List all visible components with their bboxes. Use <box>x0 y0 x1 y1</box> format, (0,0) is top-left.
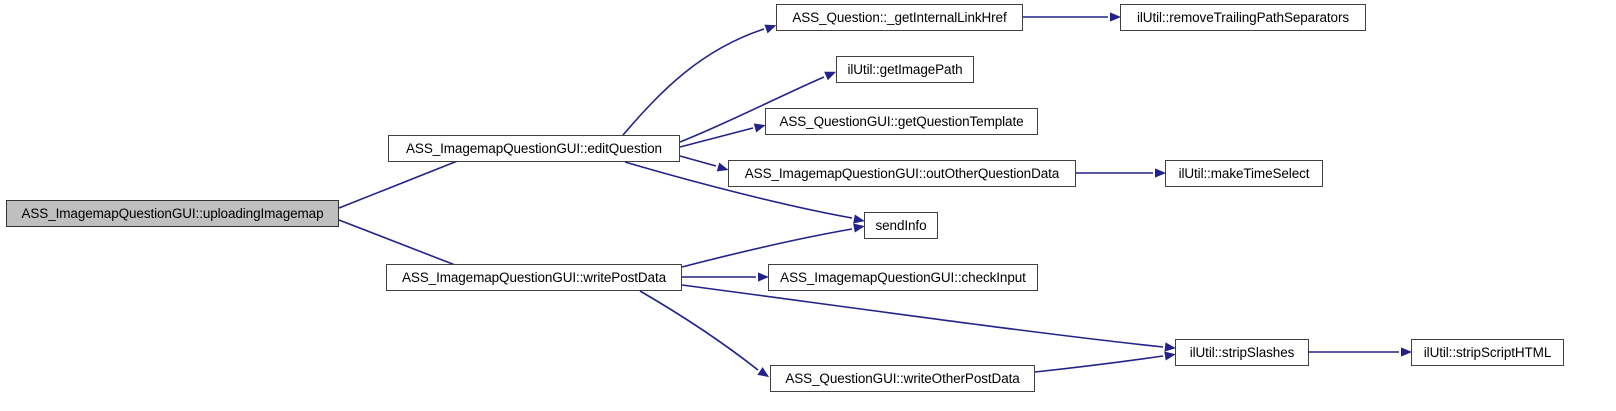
edge-getInternalLinkHref-to-removeTrailingPathSeparators <box>1023 12 1121 22</box>
node-removeTrailingPathSeparators[interactable]: ilUtil::removeTrailingPathSeparators <box>1120 4 1366 31</box>
edge-stripSlashes-to-stripScriptHTML <box>1309 347 1412 357</box>
edge-outOtherQuestionData-to-makeTimeSelect <box>1076 168 1166 178</box>
edge-editQuestion-to-getQuestionTemplate <box>679 123 766 148</box>
node-label-getImagePath: ilUtil::getImagePath <box>847 61 963 77</box>
edge-writePostData-to-checkInput <box>682 272 769 282</box>
node-label-writeOtherPostData: ASS_QuestionGUI::writeOtherPostData <box>785 370 1020 386</box>
node-label-sendInfo: sendInfo <box>875 217 927 233</box>
node-stripScriptHTML[interactable]: ilUtil::stripScriptHTML <box>1411 339 1564 366</box>
node-getInternalLinkHref[interactable]: ASS_Question::_getInternalLinkHref <box>776 4 1023 31</box>
node-label-removeTrailingPathSeparators: ilUtil::removeTrailingPathSeparators <box>1137 9 1349 25</box>
edge-writePostData-to-writeOtherPostData <box>639 290 770 378</box>
node-writePostData[interactable]: ASS_ImagemapQuestionGUI::writePostData <box>386 264 682 291</box>
node-outOtherQuestionData[interactable]: ASS_ImagemapQuestionGUI::outOtherQuestio… <box>728 160 1076 187</box>
edge-writePostData-to-sendInfo <box>681 223 865 268</box>
node-getQuestionTemplate[interactable]: ASS_QuestionGUI::getQuestionTemplate <box>765 108 1038 135</box>
node-stripSlashes[interactable]: ilUtil::stripSlashes <box>1175 339 1309 366</box>
edge-writeOtherPostData-to-stripSlashes <box>1034 351 1176 373</box>
node-label-checkInput: ASS_ImagemapQuestionGUI::checkInput <box>780 269 1026 285</box>
node-uploadingImagemap[interactable]: ASS_ImagemapQuestionGUI::uploadingImagem… <box>6 200 339 227</box>
edge-editQuestion-to-outOtherQuestionData <box>679 155 729 172</box>
node-label-stripSlashes: ilUtil::stripSlashes <box>1189 344 1295 360</box>
node-label-makeTimeSelect: ilUtil::makeTimeSelect <box>1178 165 1310 181</box>
node-label-getInternalLinkHref: ASS_Question::_getInternalLinkHref <box>792 9 1007 25</box>
node-checkInput[interactable]: ASS_ImagemapQuestionGUI::checkInput <box>768 264 1038 291</box>
node-label-editQuestion: ASS_ImagemapQuestionGUI::editQuestion <box>406 140 662 156</box>
node-label-writePostData: ASS_ImagemapQuestionGUI::writePostData <box>401 269 667 285</box>
node-editQuestion[interactable]: ASS_ImagemapQuestionGUI::editQuestion <box>388 135 680 162</box>
node-getImagePath[interactable]: ilUtil::getImagePath <box>836 56 974 83</box>
node-sendInfo[interactable]: sendInfo <box>864 212 938 239</box>
node-label-stripScriptHTML: ilUtil::stripScriptHTML <box>1423 344 1552 360</box>
node-writeOtherPostData[interactable]: ASS_QuestionGUI::writeOtherPostData <box>770 365 1035 392</box>
node-label-uploadingImagemap: ASS_ImagemapQuestionGUI::uploadingImagem… <box>21 205 324 221</box>
node-makeTimeSelect[interactable]: ilUtil::makeTimeSelect <box>1165 160 1323 187</box>
edge-editQuestion-to-getInternalLinkHref <box>622 24 777 136</box>
node-label-getQuestionTemplate: ASS_QuestionGUI::getQuestionTemplate <box>779 113 1024 129</box>
edge-writePostData-to-stripSlashes <box>681 284 1176 352</box>
node-label-outOtherQuestionData: ASS_ImagemapQuestionGUI::outOtherQuestio… <box>744 165 1060 181</box>
